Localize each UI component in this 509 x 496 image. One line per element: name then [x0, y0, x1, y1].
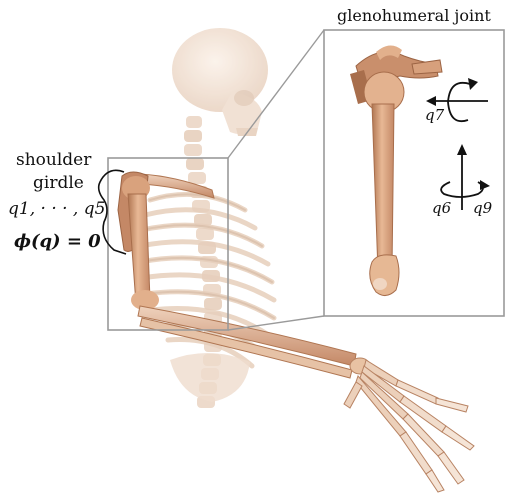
- axis-label-q6: q6: [432, 201, 451, 216]
- axis-label-q7: q7: [425, 108, 444, 123]
- inset-title: glenohumeral joint: [337, 8, 491, 24]
- constraint-equation: ϕ(q) = 0: [14, 233, 101, 251]
- shoulder-label-line2: girdle: [33, 175, 84, 192]
- pelvis: [170, 353, 250, 402]
- axis-label-q9: q9: [473, 201, 492, 216]
- shoulder-label-line1: shoulder: [16, 152, 91, 169]
- shoulder-coords-label: q1, · · · , q5: [8, 201, 105, 218]
- hand: [344, 358, 474, 492]
